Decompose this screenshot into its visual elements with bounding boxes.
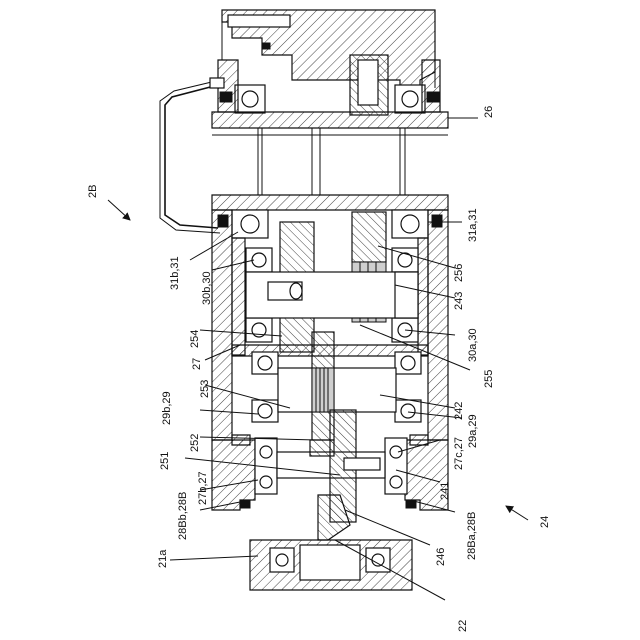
label-253: 253 xyxy=(199,380,211,398)
label-27b: 27b,27 xyxy=(197,471,209,505)
mid-plate xyxy=(212,195,448,210)
label-246: 246 xyxy=(435,548,447,566)
label-242: 242 xyxy=(453,402,465,420)
base-21a xyxy=(250,540,412,590)
label-254: 254 xyxy=(189,330,201,348)
upper-casing xyxy=(222,10,435,92)
label-28Ba: 28Ba,28B xyxy=(466,512,478,560)
label-243: 243 xyxy=(453,292,465,310)
bearing-30b-lower xyxy=(246,318,272,342)
bearing-29b-upper xyxy=(252,352,278,374)
bearing-29a-upper xyxy=(395,352,421,374)
bearing-30b-upper xyxy=(246,248,272,272)
label-29a: 29a,29 xyxy=(467,414,479,448)
label-251: 251 xyxy=(159,452,171,470)
label-31b: 31b,31 xyxy=(169,256,181,290)
label-29b: 29b,29 xyxy=(161,391,173,425)
label-28Bb: 28Bb,28B xyxy=(177,492,189,540)
label-241: 241 xyxy=(439,482,451,500)
intermediate-frame xyxy=(212,128,448,195)
label-27: 27 xyxy=(191,358,203,370)
label-30b: 30b,30 xyxy=(201,271,213,305)
label-27c: 27c,27 xyxy=(453,437,465,470)
label-252: 252 xyxy=(189,434,201,452)
upper-shaft-key xyxy=(350,55,388,115)
label-255: 255 xyxy=(483,370,495,388)
label-256: 256 xyxy=(453,264,465,282)
arrow-2B xyxy=(108,200,130,220)
seal-28Bb xyxy=(240,500,250,508)
label-26: 26 xyxy=(483,106,495,118)
label-21a: 21a xyxy=(157,549,169,568)
shaft-243 xyxy=(246,272,418,318)
label-2B: 2B xyxy=(87,185,99,198)
label-22: 22 xyxy=(457,620,469,632)
arrow-24 xyxy=(506,506,528,520)
bearing-29a-lower xyxy=(395,400,421,422)
label-30a: 30a,30 xyxy=(467,328,479,362)
bearing-27c xyxy=(385,438,407,494)
label-31a: 31a,31 xyxy=(467,208,479,242)
label-24: 24 xyxy=(539,516,551,528)
